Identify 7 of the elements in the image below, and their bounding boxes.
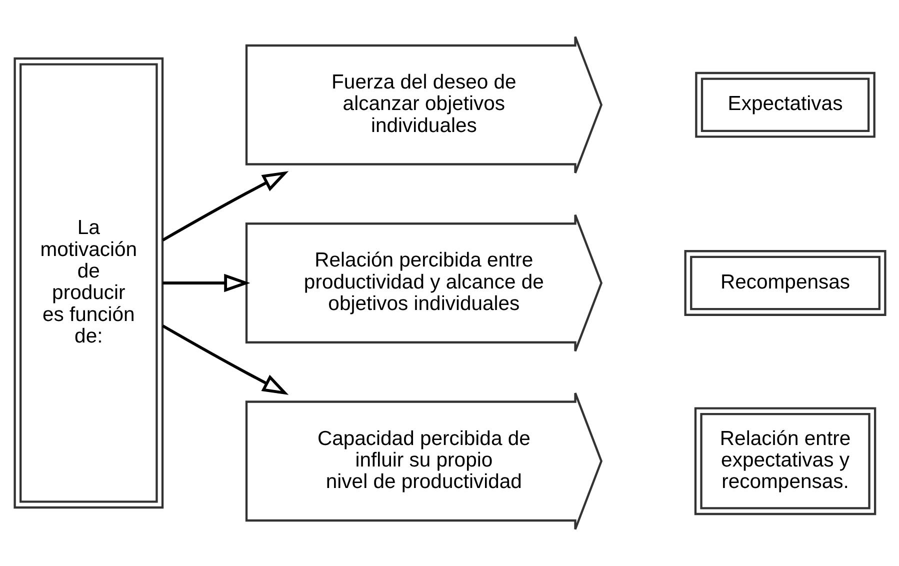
arrow <box>162 274 250 292</box>
node-box: Recompensas <box>684 250 886 316</box>
arrow <box>162 171 288 242</box>
node-box: Expectativas <box>694 72 875 138</box>
node-box: Relación entre expectativas y recompensas. <box>694 407 876 516</box>
arrow <box>162 324 288 395</box>
node-box: La motivación de producir es función de: <box>13 57 164 509</box>
